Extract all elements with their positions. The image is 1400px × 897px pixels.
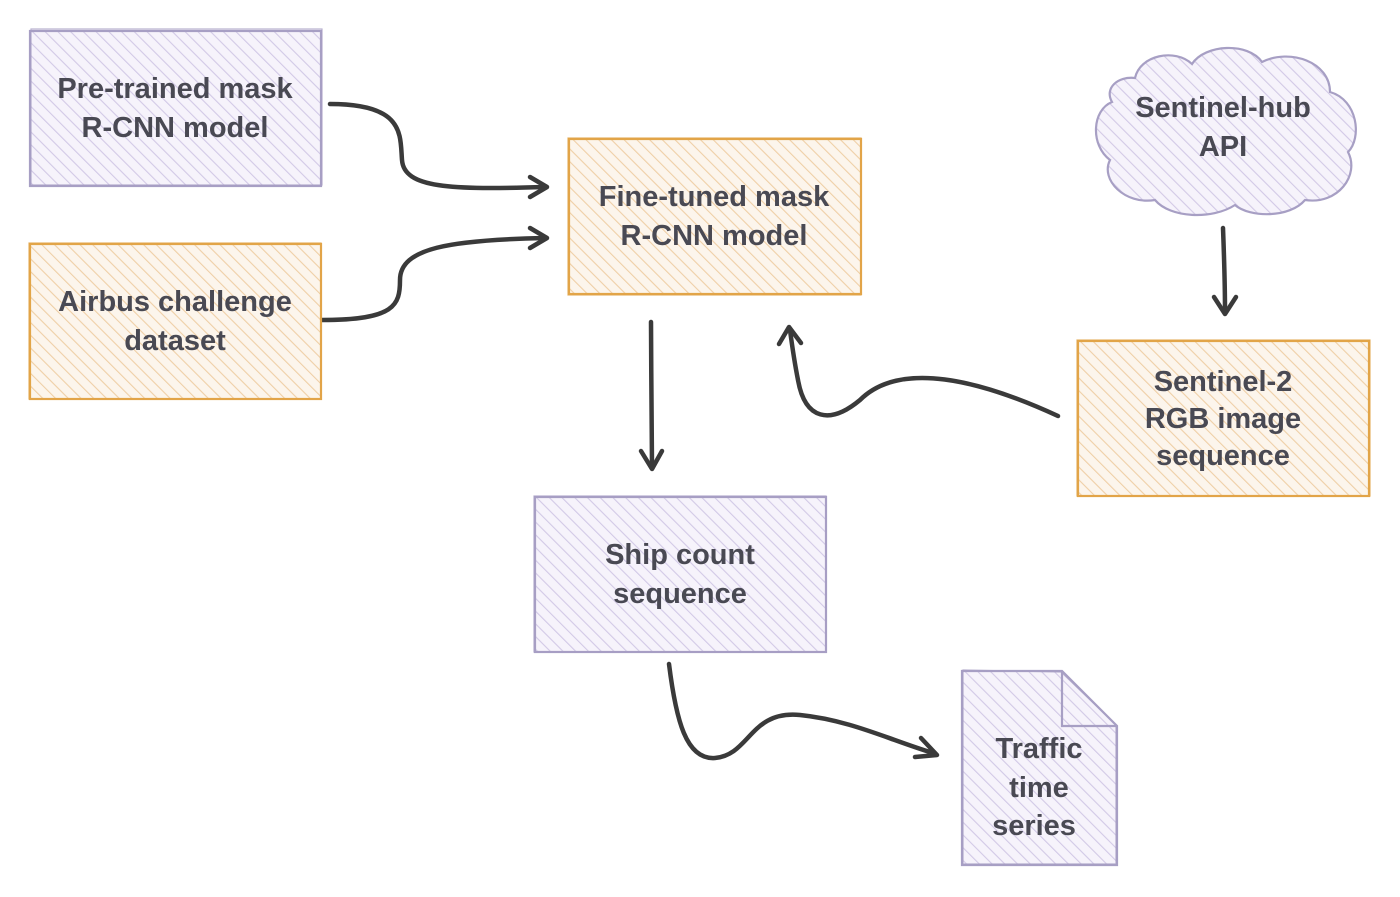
arrowhead-airbus-to-finetuned <box>527 225 550 251</box>
arrowhead-sentinel2-to-finetuned <box>776 324 804 347</box>
arrowhead-pretrained-to-finetuned <box>527 174 550 200</box>
node-finetuned-label-line-2: R-CNN model <box>621 220 808 252</box>
node-sentinelhub-label-line-2: API <box>1199 131 1247 163</box>
edges <box>319 101 1239 761</box>
node-sentinel2-label-line-2: RGB image <box>1145 403 1301 435</box>
node-traffic-timeseries: Traffic time series <box>960 669 1119 867</box>
node-airbus-dataset: Airbus challenge dataset <box>28 242 323 401</box>
cloud-shape <box>1094 46 1357 217</box>
nodes: Pre-trained mask R-CNN model Airbus chal… <box>28 28 1371 867</box>
node-traffic-label-line-2: time <box>1009 772 1069 804</box>
node-sentinel2-label-line-1: Sentinel-2 <box>1154 366 1293 398</box>
node-sentinel2-sequence: Sentinel-2 RGB image sequence <box>1076 339 1371 498</box>
edge-airbus-to-finetuned <box>319 235 548 323</box>
edge-pretrained-to-finetuned <box>327 101 548 191</box>
node-sentinelhub-label-line-1: Sentinel-hub <box>1135 92 1311 124</box>
document-shape <box>960 669 1119 867</box>
arrowhead-sentinelhub-to-sentinel2 <box>1211 294 1239 317</box>
arrowhead-shipcount-to-traffic <box>912 735 940 760</box>
node-shipcount-sequence: Ship count sequence <box>533 495 828 654</box>
node-shipcount-label-line-2: sequence <box>613 578 747 610</box>
edge-shipcount-to-traffic <box>666 661 936 761</box>
node-traffic-label-line-1: Traffic <box>995 733 1082 765</box>
node-sentinelhub-api: Sentinel-hub API <box>1094 46 1357 217</box>
node-shipcount-label-line-1: Ship count <box>605 539 755 571</box>
node-airbus-label-line-1: Airbus challenge <box>58 286 292 318</box>
edge-finetuned-to-shipcount <box>648 319 655 469</box>
edge-sentinelhub-to-sentinel2 <box>1220 225 1228 315</box>
document-fold <box>1060 671 1117 728</box>
node-finetuned-model: Fine-tuned mask R-CNN model <box>567 137 863 296</box>
node-pretrained-label-line-2: R-CNN model <box>82 112 269 144</box>
node-pretrained-label-line-1: Pre-trained mask <box>57 73 293 105</box>
node-pretrained-model: Pre-trained mask R-CNN model <box>28 28 323 188</box>
node-airbus-label-line-2: dataset <box>124 325 226 357</box>
node-finetuned-label-line-1: Fine-tuned mask <box>599 181 830 213</box>
edge-sentinel2-to-finetuned <box>787 327 1061 419</box>
node-traffic-label-line-3: series <box>992 810 1076 842</box>
arrowhead-finetuned-to-shipcount <box>638 448 665 472</box>
node-sentinel2-label-line-3: sequence <box>1156 440 1290 472</box>
